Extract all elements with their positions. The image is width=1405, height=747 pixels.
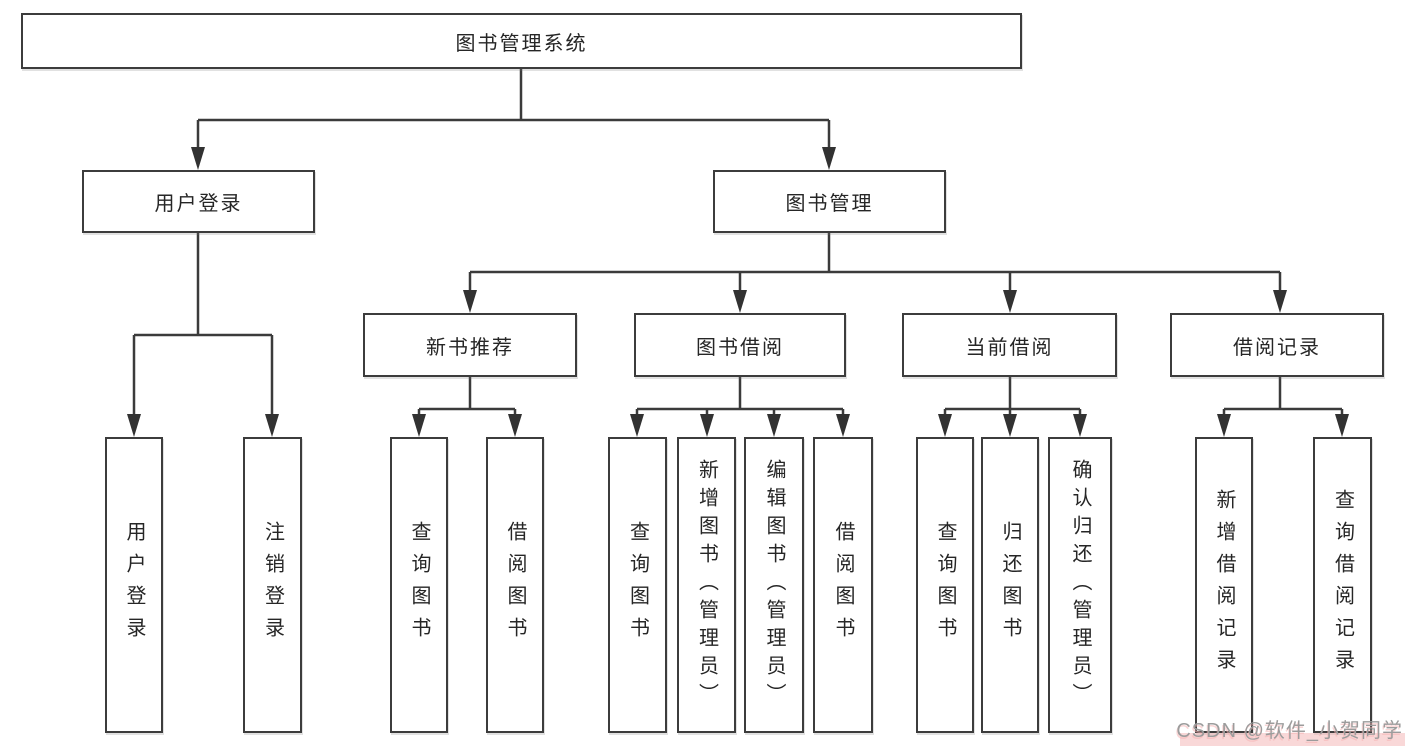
node-current-borrowing: 当前借阅 <box>902 313 1117 377</box>
node-library-system: 图书管理系统 <box>21 13 1022 69</box>
leaf-edit-book-admin: 编辑图书（管理员） <box>744 437 804 733</box>
node-new-book-recommend: 新书推荐 <box>363 313 577 377</box>
leaf-borrow-books-2: 借阅图书 <box>813 437 873 733</box>
leaf-logout: 注销登录 <box>243 437 302 733</box>
node-book-borrowing: 图书借阅 <box>634 313 846 377</box>
watermark-tint <box>1180 733 1405 746</box>
leaf-add-book-admin: 新增图书（管理员） <box>677 437 736 733</box>
leaf-borrow-books-1: 借阅图书 <box>486 437 544 733</box>
leaf-query-borrow-record: 查询借阅记录 <box>1313 437 1372 733</box>
leaf-add-borrow-record: 新增借阅记录 <box>1195 437 1253 733</box>
node-user-login: 用户登录 <box>82 170 315 233</box>
node-book-management: 图书管理 <box>713 170 946 233</box>
leaf-query-books-3: 查询图书 <box>916 437 974 733</box>
leaf-return-books: 归还图书 <box>981 437 1039 733</box>
leaf-query-books-2: 查询图书 <box>608 437 667 733</box>
arrowheads <box>127 147 1349 437</box>
leaf-query-books-1: 查询图书 <box>390 437 448 733</box>
leaf-confirm-return-admin: 确认归还（管理员） <box>1048 437 1112 733</box>
leaf-user-login: 用户登录 <box>105 437 163 733</box>
node-borrow-records: 借阅记录 <box>1170 313 1384 377</box>
watermark: CSDN @软件_小贺同学 <box>1176 720 1403 742</box>
